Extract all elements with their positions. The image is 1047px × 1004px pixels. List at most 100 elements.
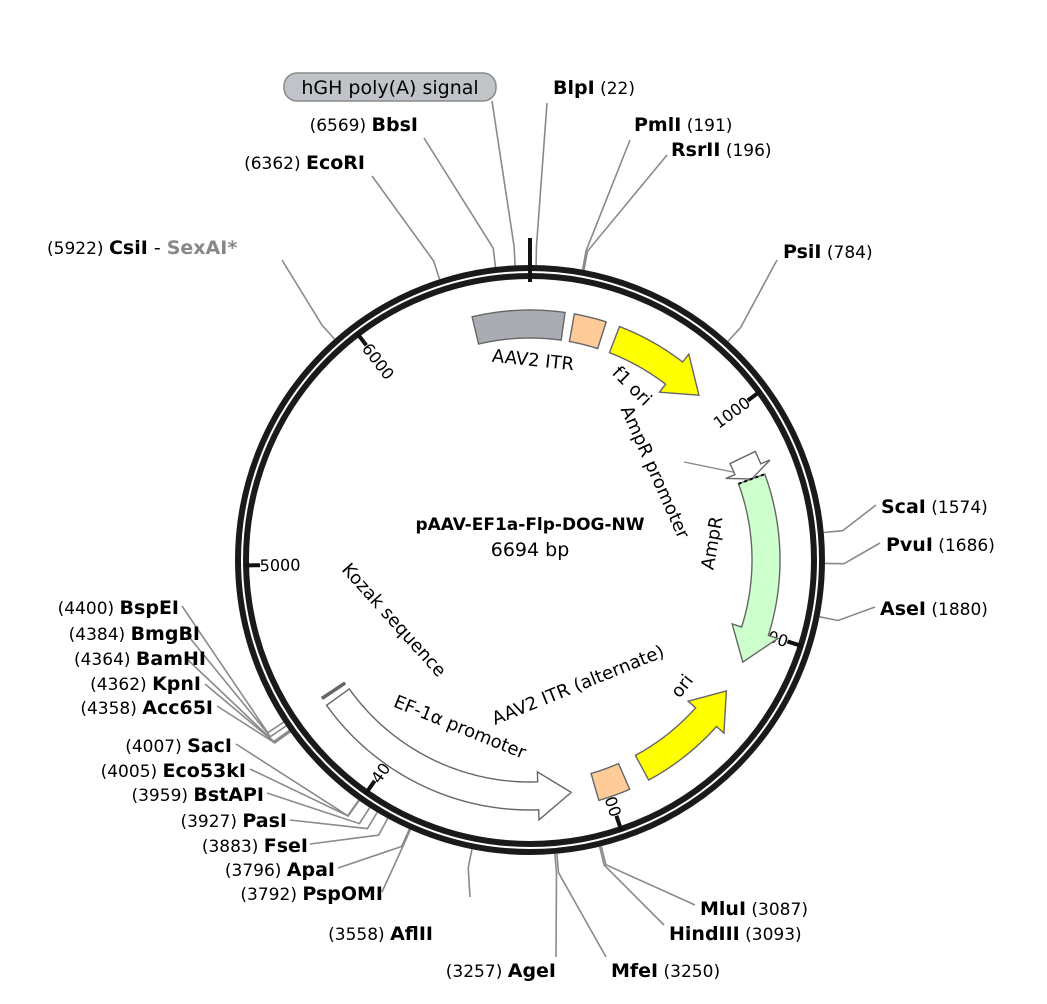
site-name: PspOMI [302, 883, 383, 905]
site-position: (3250) [658, 962, 720, 982]
site-leader-fsei [309, 818, 389, 845]
plasmid-size: 6694 bp [491, 539, 570, 561]
site-leader-saci [235, 743, 360, 817]
site-leader-pvui [824, 542, 881, 565]
feature-itr-small [568, 313, 608, 350]
tick-4000 [363, 779, 377, 796]
site-position: (4364) [74, 650, 136, 670]
site-name: AseI [880, 598, 926, 620]
site-label-mfei: MfeI (3250) [611, 960, 720, 982]
site-leader-hindiii [598, 846, 665, 926]
hgh-polya-text: hGH poly(A) signal [301, 77, 478, 99]
site-position: (4384) [69, 625, 131, 645]
site-leader-pasi [289, 811, 378, 830]
site-position: (196) [720, 141, 771, 161]
site-name: PsiI [783, 241, 821, 263]
site-position: (1574) [926, 498, 988, 518]
tick-3000 [614, 815, 624, 832]
site-name: ScaI [881, 496, 926, 518]
site-position: (6569) [310, 116, 372, 136]
site-name: BlpI [553, 77, 595, 99]
site-leader-lines [181, 100, 881, 958]
site-label-pmli: PmlI (191) [634, 114, 732, 136]
site-leader-bmgbi [184, 631, 287, 738]
site-position: (3257) [446, 962, 508, 982]
site-name: CsiI [109, 237, 148, 259]
site-name: BbsI [372, 114, 418, 136]
feature-ampr [731, 473, 781, 664]
site-name: BmgBI [131, 623, 200, 645]
site-name: BspEI [120, 597, 179, 619]
site-label-bamhi: (4364) BamHI [74, 648, 206, 670]
site-name: ApaI [287, 859, 335, 881]
site-position: (1686) [933, 536, 995, 556]
site-position: (3093) [740, 925, 802, 945]
site-position: (784) [821, 243, 872, 263]
site-name: Eco53kI [163, 760, 246, 782]
site-label-bspei: (4400) BspEI [58, 597, 179, 619]
site-leader-mfei [556, 853, 607, 958]
site-label-asei: AseI (1880) [880, 598, 988, 620]
site-extra-name: SexAI* [167, 237, 238, 259]
site-label-mlui: MluI (3087) [700, 898, 808, 920]
site-name: MfeI [611, 960, 658, 982]
site-label-agei: (3257) AgeI [446, 960, 556, 982]
feature-ampr-promoter [725, 450, 771, 480]
site-label-ecori: (6362) EcoRI [244, 152, 365, 174]
site-leader-bspei [181, 605, 285, 734]
tick-label-6000: 6000 [358, 340, 398, 384]
site-label-bmgbi: (4384) BmgBI [69, 623, 200, 645]
site-leader-acc65i [216, 705, 291, 744]
site-name: PasI [242, 810, 287, 832]
site-position: (6362) [244, 154, 306, 174]
tick-1000 [746, 389, 762, 403]
site-position: (3792) [240, 885, 302, 905]
feature-label-ori: ori [667, 671, 698, 702]
tick-6000 [355, 331, 368, 347]
hgh-polya-box [283, 72, 497, 102]
site-name: FseI [264, 835, 308, 857]
site-label-pvui: PvuI (1686) [886, 534, 995, 556]
site-label-aflii: (3558) AflII [328, 923, 433, 945]
feature-aav2-itr [471, 309, 566, 345]
site-name: BstAPI [193, 784, 264, 806]
site-position: (4007) [125, 737, 187, 757]
site-label-scai: ScaI (1574) [881, 496, 988, 518]
site-label-csii: (5922) CsiI - SexAI* [47, 237, 237, 259]
site-position: (4005) [101, 762, 163, 782]
feature-aav2-itr-alternate [590, 762, 631, 802]
site-leader-psii [727, 259, 778, 342]
site-label-saci: (4007) SacI [125, 735, 232, 757]
site-leader-apai [337, 828, 411, 869]
site-name: SacI [187, 735, 232, 757]
site-position: (1880) [926, 600, 988, 620]
site-position: (3796) [225, 861, 287, 881]
site-name: BamHI [136, 648, 206, 670]
feature-label-aav2-itr: AAV2 ITR [491, 346, 575, 375]
tick-label-5000: 5000 [260, 555, 301, 575]
site-leader-bamhi [187, 659, 290, 743]
site-name: AflII [390, 923, 433, 945]
site-label-bbsi: (6569) BbsI [310, 114, 418, 136]
site-leader-csii [281, 259, 336, 340]
hgh-polya-leader [491, 100, 516, 266]
site-name: EcoRI [306, 152, 365, 174]
ampr-separator [738, 473, 766, 485]
feature-ori [634, 689, 728, 781]
site-name: KpnI [152, 673, 201, 695]
site-leader-pspomi [381, 829, 412, 893]
site-name: MluI [700, 898, 746, 920]
site-label-hindiii: HindIII (3093) [669, 923, 802, 945]
site-separator: - [148, 237, 167, 259]
site-label-rsrii: RsrII (196) [671, 139, 772, 161]
site-name: HindIII [669, 923, 740, 945]
plasmid-name: pAAV-EF1a-Flp-DOG-NW [415, 515, 644, 535]
plasmid-backbone [235, 238, 825, 855]
feature-kozak-sequence [320, 681, 347, 700]
site-name: RsrII [671, 139, 720, 161]
site-name: AgeI [508, 960, 556, 982]
ampr-promoter-connector [683, 461, 735, 473]
site-position: (4362) [90, 675, 152, 695]
site-position: (3087) [746, 900, 808, 920]
